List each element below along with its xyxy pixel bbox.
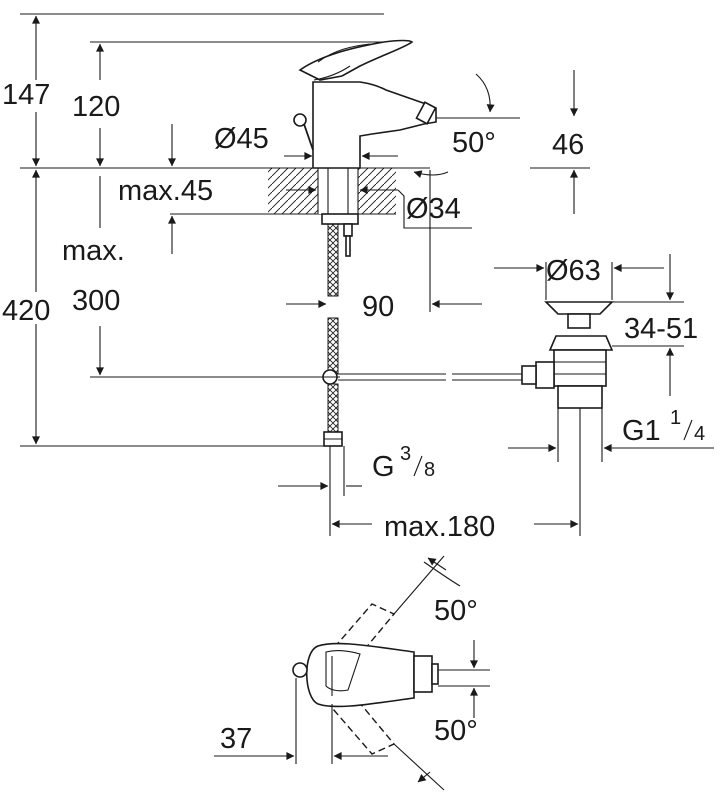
- side-elevation-view: 147 120 Ø45 max.45 max. 300 420 50° 46 Ø…: [2, 13, 714, 543]
- dim-height-supply: 420: [2, 295, 50, 327]
- dim-offset-hole: 90: [362, 291, 394, 323]
- dim-diameter-waste: Ø63: [546, 255, 601, 287]
- dim-supply-thread-den: 8: [424, 459, 435, 481]
- dim-waste-thread: G1 1 4: [622, 407, 705, 447]
- dim-max-deck: max.45: [118, 175, 213, 207]
- deck-section: [268, 167, 396, 215]
- plan-mixer-body: [292, 642, 439, 708]
- dim-diameter-hole: Ø34: [406, 193, 461, 225]
- dim-waste-thread-den: 4: [694, 423, 705, 445]
- dim-lever-offset: 37: [220, 723, 252, 755]
- plan-view: 50° 50° 37: [214, 555, 490, 791]
- dim-lever-angle-top: 50°: [434, 595, 478, 627]
- dim-hose-max-value: 300: [72, 285, 120, 317]
- dim-hose-max-prefix: max.: [62, 235, 125, 267]
- dim-supply-thread-main: G: [372, 451, 395, 483]
- dim-height-spout: 120: [72, 91, 120, 123]
- dimension-lines-plan: [214, 555, 490, 791]
- dim-max-reach: max.180: [384, 511, 495, 543]
- flex-hose: [323, 223, 353, 447]
- dim-supply-thread: G 3 8: [372, 443, 435, 483]
- dim-supply-thread-num: 3: [400, 443, 411, 465]
- dim-waste-thickness: 34-51: [624, 313, 698, 345]
- dim-diameter-base: Ø45: [214, 123, 269, 155]
- pop-up-waste: [521, 301, 614, 409]
- dim-angle-jet: 50°: [452, 127, 496, 159]
- dim-lever-angle-bottom: 50°: [434, 715, 478, 747]
- dim-waste-thread-main: G1: [622, 415, 661, 447]
- dimension-lines-side: [20, 13, 714, 536]
- mixer-body: [293, 39, 437, 225]
- dim-jet-height: 46: [552, 129, 584, 161]
- pop-up-rod: [320, 369, 522, 385]
- dim-waste-thread-num: 1: [670, 407, 681, 429]
- dim-height-total: 147: [2, 79, 50, 111]
